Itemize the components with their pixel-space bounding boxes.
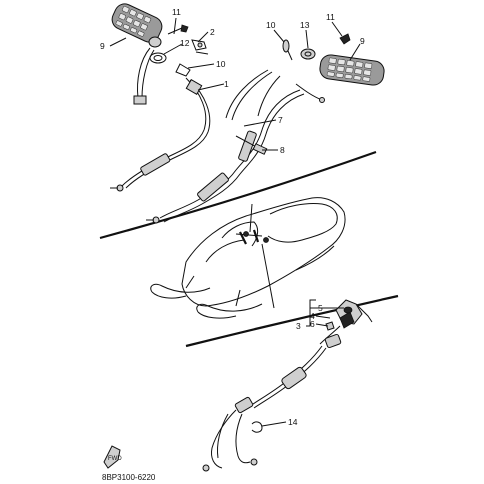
callout-7: 7 (278, 115, 283, 125)
throttle-cable (110, 77, 211, 192)
leader-lines (109, 17, 361, 427)
wire-clip-left (175, 63, 191, 77)
leader-to-lower (261, 243, 275, 309)
cable-holder (235, 135, 268, 155)
left-switch-wire (133, 47, 155, 105)
callout-14: 14 (288, 417, 298, 427)
switch-connector (319, 325, 342, 349)
collar-right (300, 48, 316, 60)
callout-11-left: 11 (172, 7, 181, 17)
callout-9-right: 9 (360, 36, 365, 46)
callout-5: 5 (318, 303, 323, 313)
callout-2: 2 (210, 27, 215, 37)
callout-10-left: 10 (216, 59, 226, 69)
svg-text:FWD: FWD (108, 456, 122, 462)
main-switch-assembly (335, 299, 373, 329)
right-switch-wire (295, 83, 325, 103)
lower-cable-harness (202, 345, 327, 472)
leader-to-upper (249, 203, 253, 233)
callout-9-left: 9 (100, 41, 105, 51)
snowmobile-illustration (150, 197, 346, 319)
callout-3: 3 (296, 321, 301, 331)
left-handlebar-grip (111, 3, 163, 48)
front-direction-icon: FWD (103, 445, 122, 469)
callout-12: 12 (180, 38, 190, 48)
lever-bracket (191, 39, 209, 55)
callout-6: 6 (310, 319, 315, 329)
diagram-code: 8BP3100-6220 (102, 473, 156, 482)
callout-4: 4 (310, 311, 315, 321)
wire-clip-right (282, 39, 293, 61)
section-divider-lower (185, 294, 399, 348)
callout-1: 1 (224, 79, 229, 89)
callout-10-right: 10 (266, 20, 276, 30)
screw-left (167, 24, 189, 35)
center-cables (146, 69, 305, 224)
callout-13: 13 (300, 20, 310, 30)
nut (325, 321, 335, 331)
callout-8: 8 (280, 145, 285, 155)
collar (149, 52, 167, 64)
section-divider-upper (99, 150, 377, 240)
right-handlebar-grip (319, 54, 385, 86)
screw-right (339, 33, 351, 45)
cable-clamp (251, 421, 263, 433)
callout-11-right: 11 (326, 12, 335, 22)
